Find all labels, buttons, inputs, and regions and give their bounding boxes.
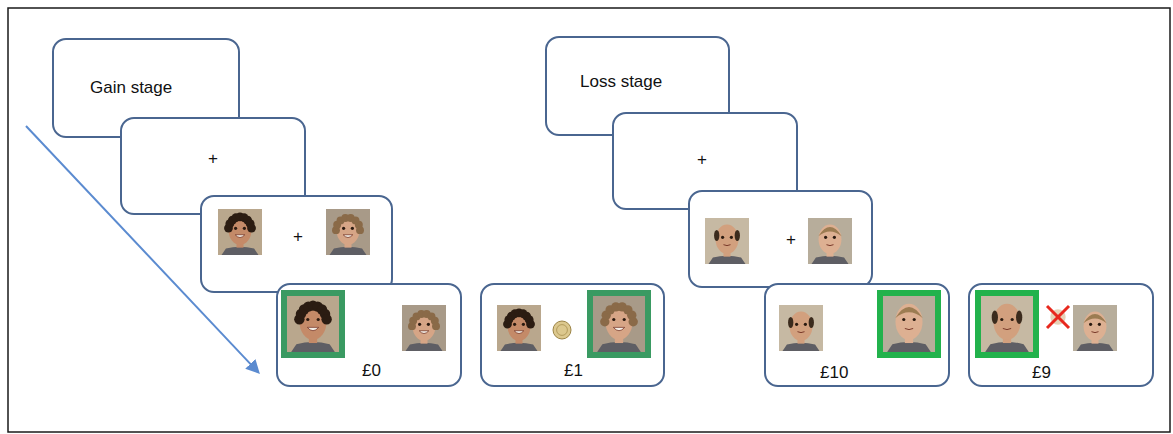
coin-icon	[553, 321, 571, 339]
trial-illustration	[970, 285, 1156, 389]
face-photo	[1073, 305, 1117, 351]
choice-highlight	[877, 290, 941, 358]
face-photo	[326, 209, 370, 255]
stage-title: Loss stage	[580, 72, 662, 92]
trial-card: £0	[276, 283, 462, 387]
face-photo	[779, 305, 823, 351]
choice-highlight	[281, 290, 345, 358]
fixation-cross: +	[697, 150, 707, 170]
trial-card: +	[200, 195, 393, 293]
trial-illustration	[690, 192, 875, 290]
loss-cross	[1047, 306, 1069, 328]
fixation-cross: +	[786, 230, 796, 250]
trial-card: +	[688, 190, 873, 288]
reward-total: £1	[564, 361, 583, 381]
outer-border	[8, 8, 1170, 432]
face-photo	[883, 296, 935, 352]
face-photo	[705, 218, 749, 264]
face-photo	[981, 296, 1033, 352]
reward-total: £0	[362, 361, 381, 381]
trial-card: £1	[480, 283, 665, 387]
reward-total: £10	[820, 363, 848, 383]
fixation-cross: +	[208, 149, 218, 169]
face-photo	[497, 305, 541, 351]
fixation-cross: +	[293, 227, 303, 247]
choice-highlight	[975, 290, 1039, 358]
trial-card: £9	[968, 283, 1154, 387]
face-photo	[808, 218, 852, 264]
face-photo	[593, 296, 645, 352]
face-photo	[218, 209, 262, 255]
reward-total: £9	[1032, 363, 1051, 383]
trial-card: £10	[764, 283, 950, 387]
stage-title: Gain stage	[90, 78, 172, 98]
choice-highlight	[587, 290, 651, 358]
face-photo	[287, 296, 339, 352]
face-photo	[402, 305, 446, 351]
trial-illustration	[766, 285, 952, 389]
